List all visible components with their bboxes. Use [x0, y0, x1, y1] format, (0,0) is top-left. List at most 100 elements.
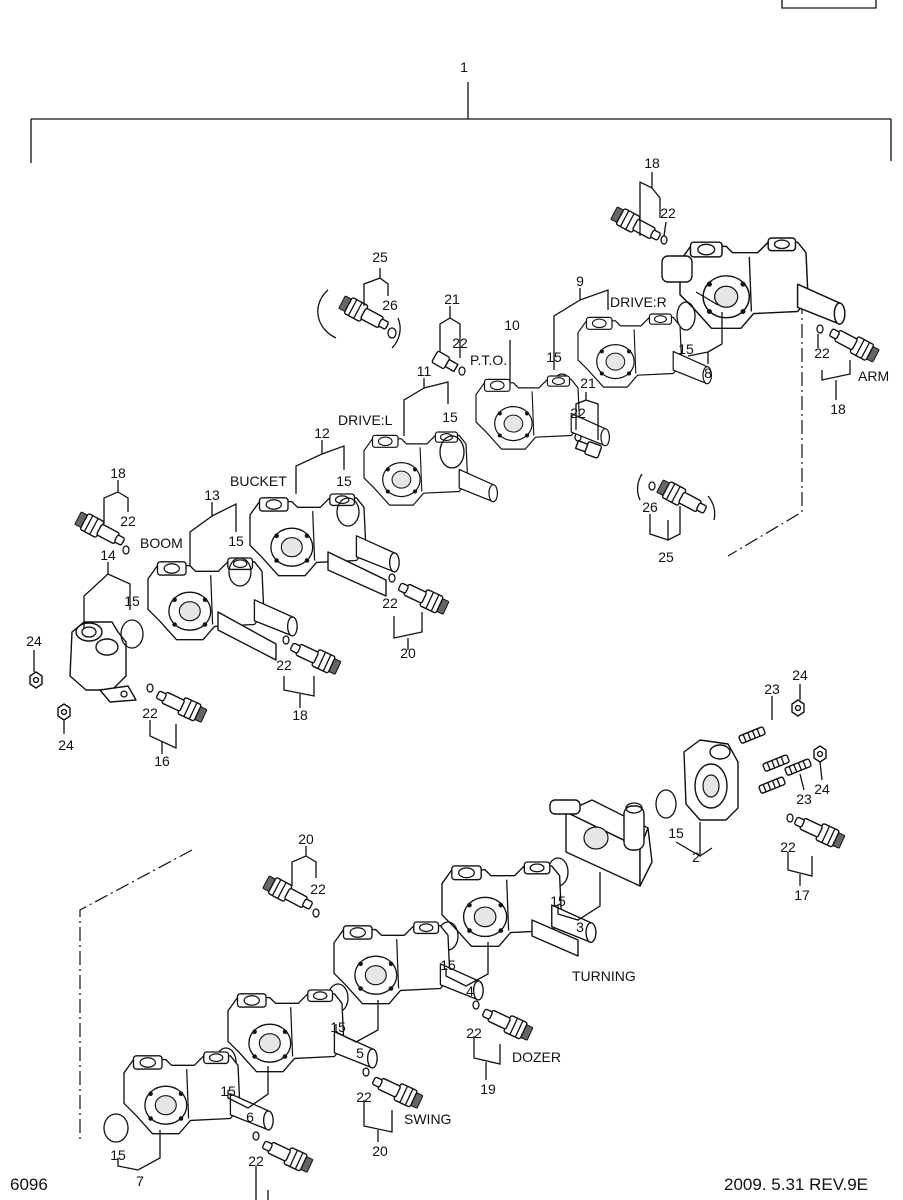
callout: 23 [796, 791, 812, 807]
relief-valve-25-lower [655, 477, 710, 519]
stud-23-a [737, 725, 767, 745]
section-6-swing [215, 989, 378, 1077]
callout-1: 1 [460, 59, 468, 75]
callout: 20 [298, 831, 314, 847]
callout: 11 [417, 363, 432, 379]
callout: 15 [440, 957, 456, 973]
oring-22-dozer-top [312, 908, 320, 918]
callout: 22 [382, 595, 398, 611]
callout: 13 [204, 487, 220, 503]
oring-26-upper [387, 327, 397, 339]
plug-16 [153, 685, 209, 725]
callout: 15 [442, 409, 458, 425]
callout: 22 [570, 405, 586, 421]
oring-22-boom-top [122, 545, 130, 555]
callout: 8 [704, 365, 712, 381]
label-swing: SWING [404, 1111, 451, 1127]
callout: 25 [372, 249, 388, 265]
section-3-block [547, 799, 653, 887]
callout: 22 [452, 335, 468, 351]
callout: 19 [480, 1081, 496, 1097]
callout: 20 [372, 1143, 388, 1159]
callout: 7 [136, 1173, 144, 1189]
callout: 21 [580, 375, 596, 391]
page-code: 6096 [10, 1175, 48, 1194]
callout: 4 [466, 983, 474, 999]
section-2-outlet [655, 739, 739, 821]
label-dozer: DOZER [512, 1049, 561, 1065]
callout: 22 [814, 345, 830, 361]
callout: 24 [792, 667, 808, 683]
section-labels: ARM DRIVE:R P.T.O. DRIVE:L BUCKET BOOM T… [140, 294, 889, 1127]
assembly-bracket: 1 [30, 59, 892, 163]
callout: 15 [550, 893, 566, 909]
callout: 5 [356, 1045, 364, 1061]
callout: 23 [764, 681, 780, 697]
alignment-line-left [79, 849, 193, 1140]
callout: 21 [444, 291, 460, 307]
callout: 22 [660, 205, 676, 221]
callout: 18 [644, 155, 660, 171]
callout: 22 [356, 1089, 372, 1105]
nut-24-a [29, 671, 43, 689]
section-4-turning [437, 861, 597, 957]
label-boom: BOOM [140, 535, 183, 551]
section-7 [103, 1051, 274, 1143]
label-pto: P.T.O. [470, 352, 507, 368]
section-11-drive-l [363, 431, 499, 506]
plug-20-swing [369, 1071, 425, 1111]
callout: 17 [794, 887, 810, 903]
revision-stamp: 2009. 5.31 REV.9E [724, 1175, 868, 1194]
callout: 25 [658, 549, 674, 565]
section-13-boom [147, 557, 298, 661]
callout: 20 [400, 645, 416, 661]
section-8-arm [661, 237, 846, 331]
plug-section-7 [259, 1135, 315, 1175]
oring-22-pto [458, 366, 466, 376]
callout: 15 [228, 533, 244, 549]
callout-numbers: 18 22 22 18 8 15 9 15 21 22 10 21 22 25 … [26, 155, 846, 1189]
callout: 26 [642, 499, 658, 515]
nut-24-b [57, 703, 71, 721]
oring-22-section-7 [252, 1131, 260, 1141]
callout: 12 [314, 425, 330, 441]
callout: 15 [124, 593, 140, 609]
oring-22-outlet [786, 813, 794, 823]
callout: 22 [276, 657, 292, 673]
plug-19-dozer [479, 1003, 535, 1043]
label-drive-r: DRIVE:R [610, 294, 667, 310]
callout: 15 [668, 825, 684, 841]
title-box-frame [781, 0, 877, 9]
callout: 15 [330, 1019, 346, 1035]
section-14-inlet [69, 619, 144, 703]
oring-22-boom [282, 635, 290, 645]
callout: 16 [154, 753, 170, 769]
plug-18-arm-right [826, 323, 881, 365]
callout: 10 [504, 317, 520, 333]
callout: 14 [100, 547, 116, 563]
label-drive-l: DRIVE:L [338, 412, 393, 428]
oring-22-inlet [146, 683, 154, 693]
callout: 22 [120, 513, 136, 529]
callout: 24 [26, 633, 42, 649]
plug-18-arm-top [609, 204, 664, 246]
callout: 15 [336, 473, 352, 489]
callout: 24 [58, 737, 74, 753]
stud-23-c [757, 775, 787, 795]
callout: 24 [814, 781, 830, 797]
callout: 15 [678, 341, 694, 357]
leader-lines [33, 172, 851, 1200]
callout: 22 [142, 705, 158, 721]
nut-24-c [791, 699, 805, 717]
callout: 6 [246, 1109, 254, 1125]
callout: 22 [248, 1153, 264, 1169]
section-5-dozer [327, 921, 484, 1013]
callout: 15 [110, 1147, 126, 1163]
callout: 26 [382, 297, 398, 313]
callout: 2 [692, 849, 700, 865]
callout: 15 [220, 1083, 236, 1099]
callout: 9 [576, 273, 584, 289]
callout: 15 [546, 349, 562, 365]
oring-22-dozer [472, 1000, 480, 1010]
